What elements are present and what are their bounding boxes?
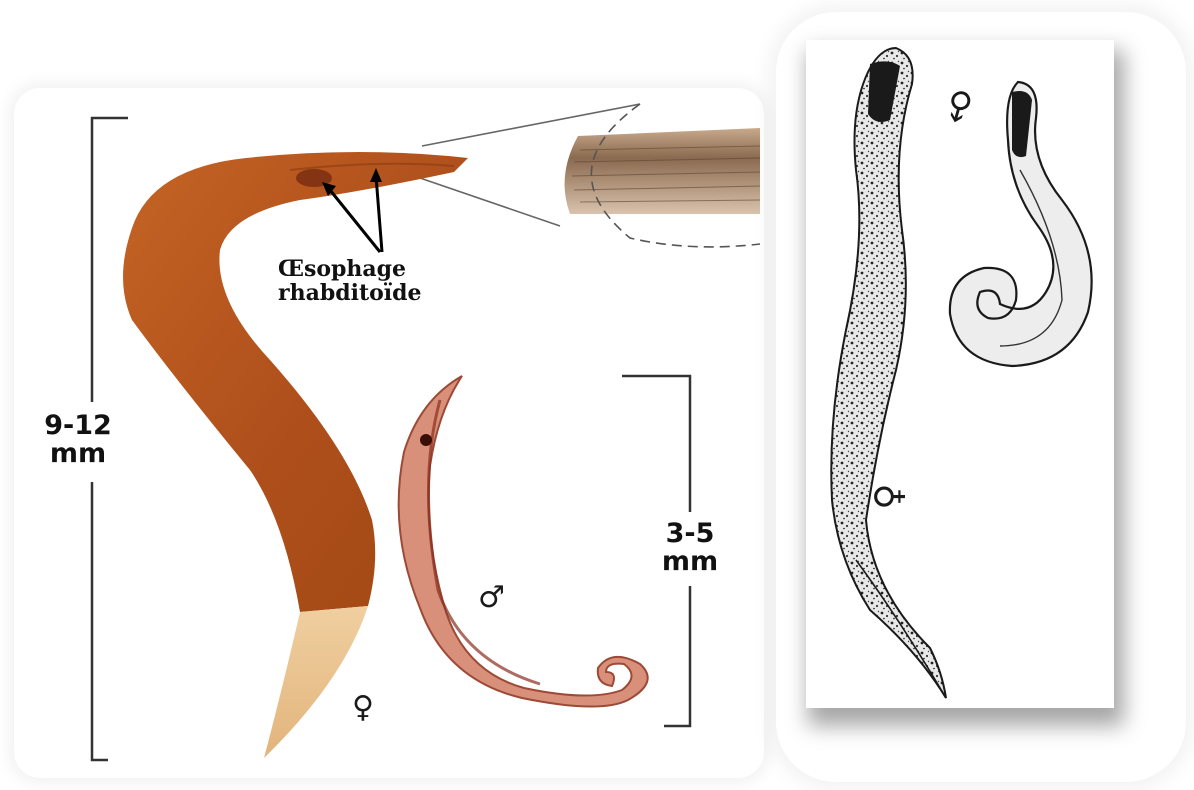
male-size-value: 3-5 — [634, 520, 746, 548]
esophagus-label: Œsophage rhabditoïde — [278, 258, 422, 306]
female-drawing — [831, 48, 946, 698]
male-worm — [399, 376, 648, 707]
esophagus-label-line1: Œsophage — [278, 258, 422, 282]
male-symbol-photo: ♂ — [478, 580, 505, 615]
female-size-value: 9-12 — [28, 412, 128, 440]
male-size-label: 3-5 mm — [634, 520, 746, 575]
male-size-unit: mm — [634, 548, 746, 576]
female-size-label: 9-12 mm — [28, 412, 128, 467]
esophagus-zoom-inset — [565, 104, 760, 247]
female-symbol-photo: ♀ — [352, 690, 374, 725]
male-drawing — [950, 82, 1092, 366]
female-symbol-drawing: ♀ — [869, 483, 910, 509]
esophagus-label-line2: rhabditoïde — [278, 282, 422, 306]
female-size-unit: mm — [28, 440, 128, 468]
